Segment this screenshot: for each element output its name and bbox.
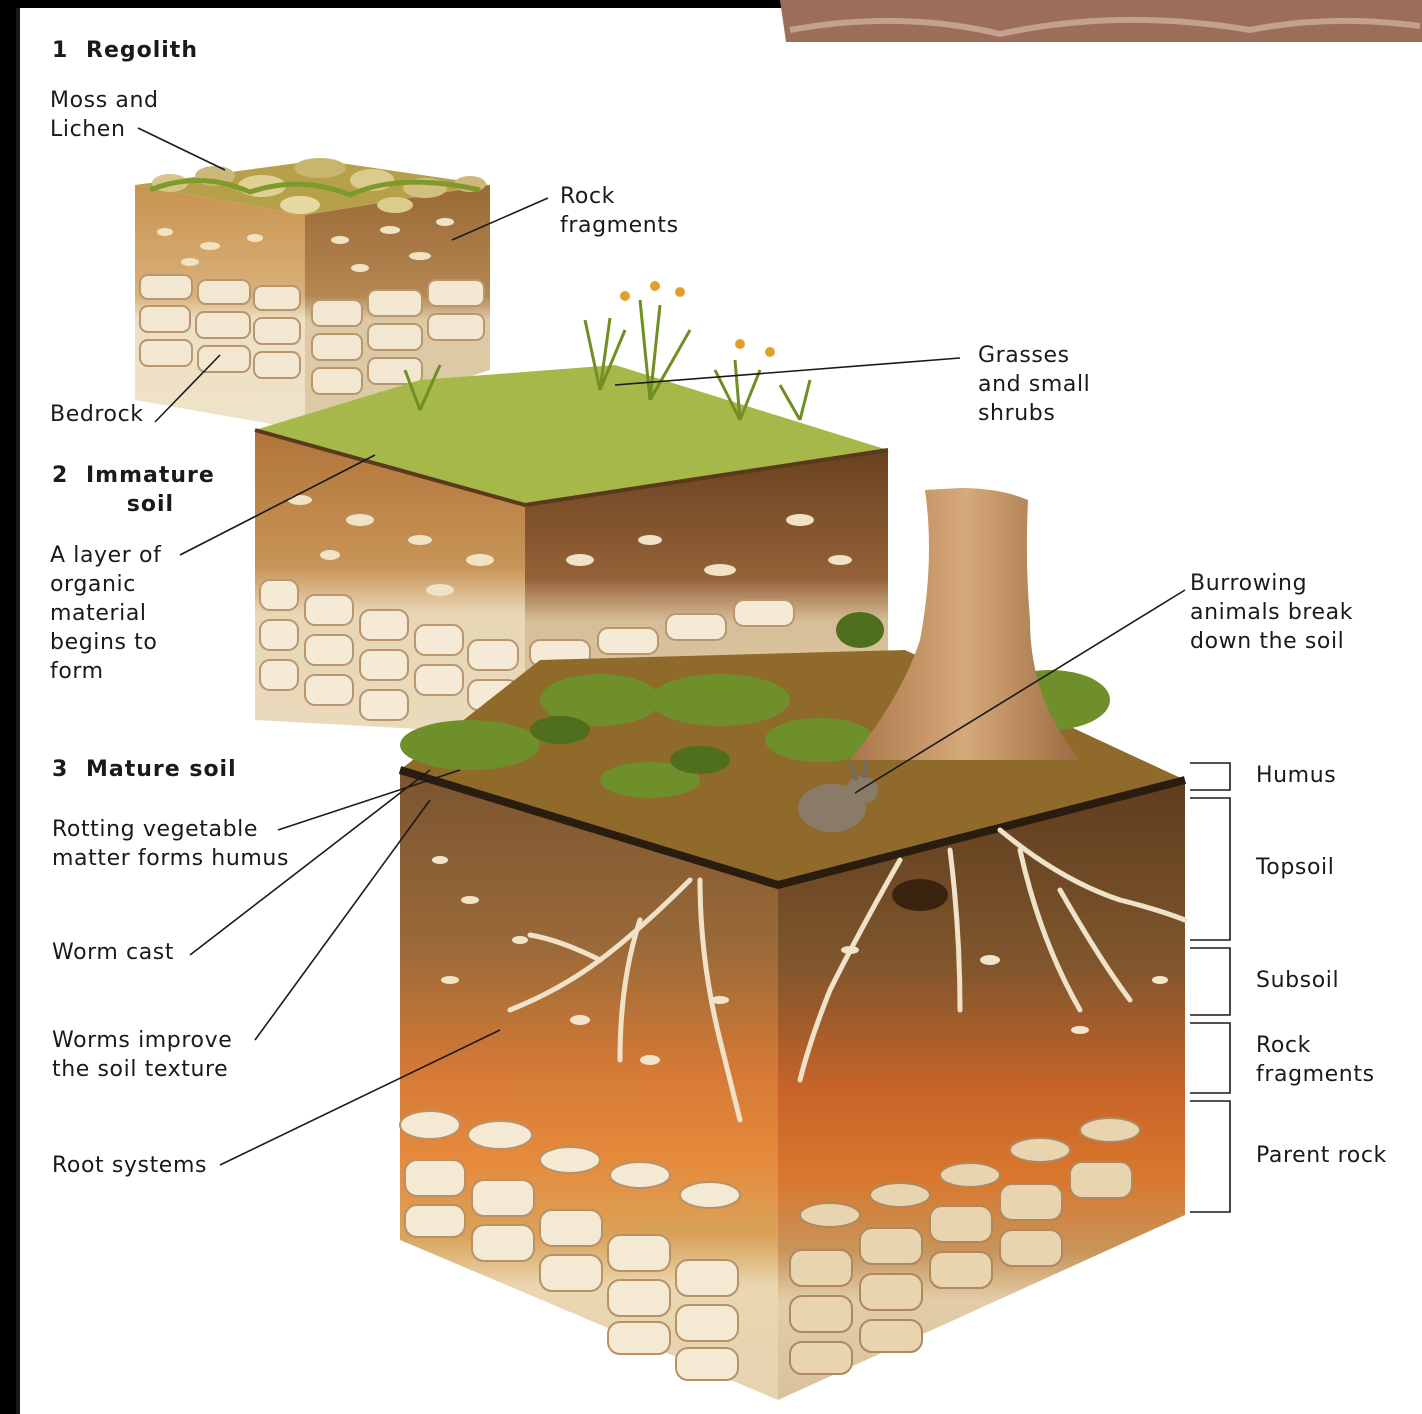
burrow [892,879,948,911]
label-grasses: Grasses and small shrubs [978,341,1090,428]
horizon-parent-rock: Parent rock [1256,1141,1387,1170]
stage-2-number: 2 [52,461,86,519]
stage-3-title: Mature soil [86,757,237,782]
label-burrowing: Burrowing animals break down the soil [1190,569,1353,656]
label-worms-improve: Worms improve the soil texture [52,1026,232,1084]
horizon-rock-fragments: Rock fragments [1256,1031,1375,1089]
stage-1-title: Regolith [86,38,198,63]
stage-1-number: 1 [52,36,86,65]
stage-2-title: Immature soil [86,461,215,519]
left-frame-edge [16,8,20,1414]
horizon-subsoil: Subsoil [1256,966,1339,995]
horizon-topsoil: Topsoil [1256,853,1334,882]
label-organic-layer: A layer of organic material begins to fo… [50,541,161,686]
label-bedrock: Bedrock [50,400,144,429]
horizon-humus: Humus [1256,761,1336,790]
label-rock-fragments-top: Rock fragments [560,182,679,240]
label-worm-cast: Worm cast [52,938,174,967]
label-root-systems: Root systems [52,1151,207,1180]
label-moss-lichen: Moss and Lichen [50,86,159,144]
label-rotting: Rotting vegetable matter forms humus [52,815,289,873]
stage-3-number: 3 [52,755,86,784]
